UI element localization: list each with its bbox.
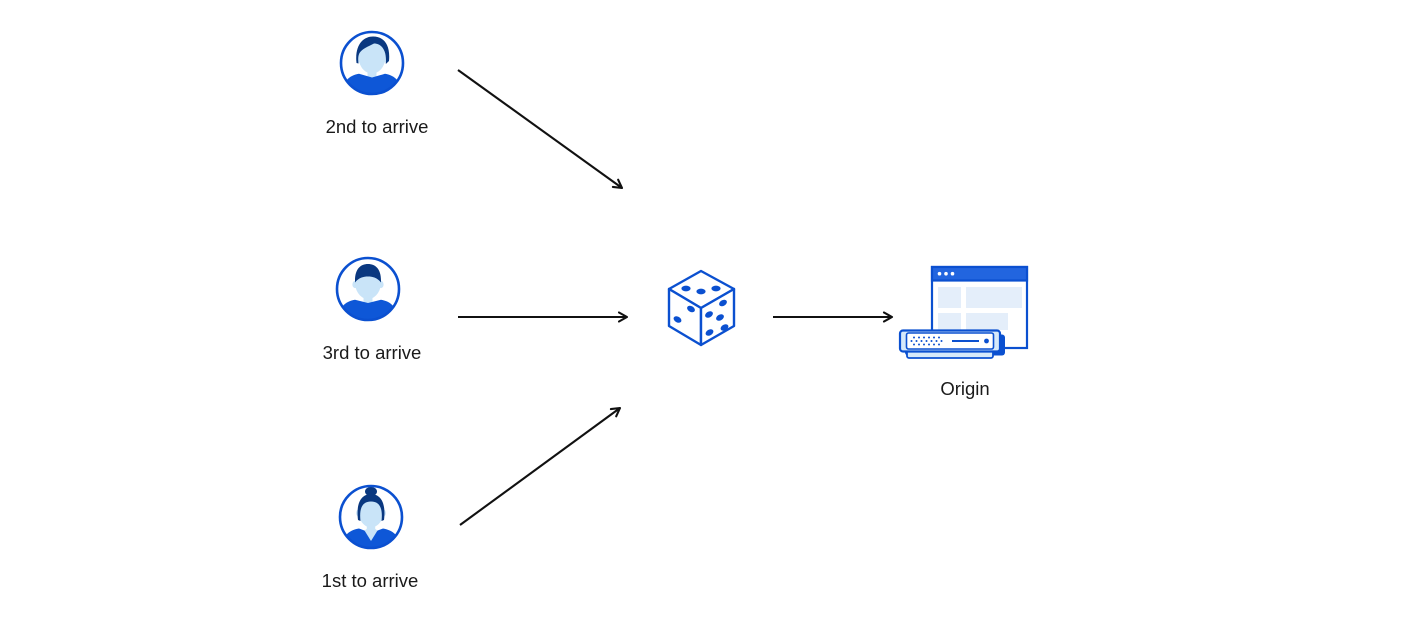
- arrow-client1-to-dice: [459, 406, 622, 526]
- client-3rd-node: [335, 256, 401, 322]
- female-bun-hair-avatar-icon: [338, 484, 404, 550]
- client-1st-node: [338, 484, 404, 550]
- client-2nd-label: 2nd to arrive: [325, 116, 429, 137]
- dice-node: [666, 268, 738, 348]
- client-3rd-label: 3rd to arrive: [322, 342, 422, 363]
- client-2nd-node: [339, 30, 405, 96]
- client-1st-label: 1st to arrive: [321, 570, 419, 591]
- origin-label: Origin: [940, 378, 990, 399]
- server-icon: [898, 329, 1005, 359]
- arrow-client2-to-dice: [457, 69, 624, 190]
- male-swoop-hair-avatar-icon: [339, 30, 405, 96]
- origin-server-icon: [898, 265, 1029, 359]
- male-short-hair-avatar-icon: [335, 256, 401, 322]
- dice-icon: [667, 269, 736, 347]
- dice-pips: [673, 285, 729, 336]
- origin-node: [898, 263, 1031, 364]
- server-vents: [910, 336, 943, 346]
